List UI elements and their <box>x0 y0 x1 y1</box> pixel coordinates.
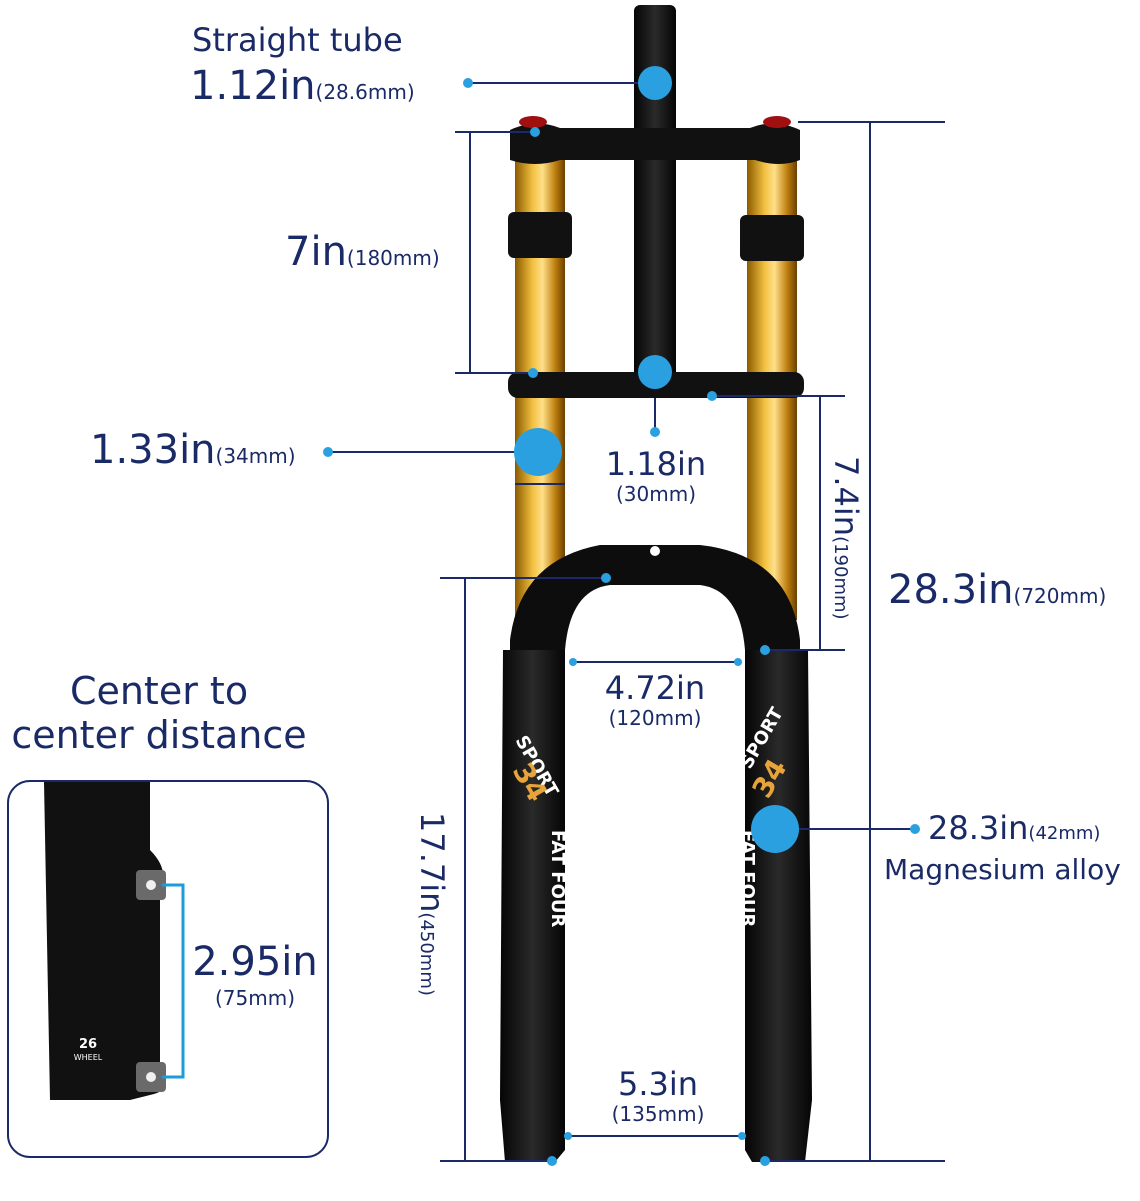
fork-arch <box>510 545 800 650</box>
fork-illustration: SPORT 34 FAT FOUR SPORT 34 FAT FOUR <box>500 5 812 1162</box>
marker-axle-width-left <box>564 1132 572 1140</box>
inset-leg <box>44 782 166 1100</box>
crown-gap-value: 7in <box>285 229 347 275</box>
inset-title-line1: Center to <box>69 669 249 713</box>
straight-tube-label: 1.12in(28.6mm) <box>190 66 415 106</box>
marker-lower-leg-end <box>910 824 920 834</box>
total-length-unit: (720mm) <box>1013 584 1107 608</box>
lower-leg-note: Magnesium alloy <box>884 853 1121 886</box>
arch-width-unit: (120mm) <box>608 706 702 730</box>
arch-width-value: 4.72in <box>604 669 706 707</box>
total-length-value: 28.3in <box>888 567 1014 613</box>
right-lower-leg <box>745 650 812 1162</box>
inset-badge-bottom: WHEEL <box>74 1053 103 1062</box>
marker-axle-width-right <box>738 1132 746 1140</box>
inset-hole-top <box>146 880 156 890</box>
marker-7-4-top <box>707 391 717 401</box>
right-top-cap <box>763 116 791 128</box>
stanchion-value: 1.33in <box>90 427 216 473</box>
marker-stanchion <box>514 428 562 476</box>
marker-stanchion-end <box>323 447 333 457</box>
marker-arch-right <box>734 658 742 666</box>
marker-crown-thickness <box>650 427 660 437</box>
right-band <box>740 215 804 261</box>
marker-arch-left <box>569 658 577 666</box>
straight-tube-title: Straight tube <box>192 21 403 59</box>
decal-lower-left: FAT FOUR <box>547 830 568 928</box>
inset-distance-value: 2.95in <box>192 939 318 985</box>
arch-to-crown-label: 7.4in(190mm) <box>827 456 865 620</box>
lower-leg-unit: (42mm) <box>1028 823 1101 844</box>
marker-arch <box>601 573 611 583</box>
arch-to-crown-unit: (190mm) <box>830 536 851 620</box>
crown-thickness-value: 1.18in <box>605 445 707 483</box>
crown-gap-label: 7in(180mm) <box>285 232 440 272</box>
stanchion-label: 1.33in(34mm) <box>90 430 296 470</box>
decal-lower-right: FAT FOUR <box>737 830 758 928</box>
axle-width-label: 5.3in (135mm) <box>605 1068 711 1124</box>
axle-to-arch-value: 17.7in <box>413 812 451 913</box>
arch-to-crown-value: 7.4in <box>827 456 865 537</box>
inset-hole-bottom <box>146 1072 156 1082</box>
inset-distance-unit: (75mm) <box>214 986 296 1010</box>
axle-to-arch-unit: (450mm) <box>416 912 437 996</box>
total-length-label: 28.3in(720mm) <box>888 570 1106 610</box>
dimension-lines <box>328 82 945 1162</box>
lower-leg-label: 28.3in(42mm) <box>928 812 1100 844</box>
inset-bracket <box>162 883 185 1079</box>
inset-distance-label: 2.95in (75mm) <box>190 942 320 1008</box>
axle-width-value: 5.3in <box>617 1065 699 1103</box>
marker-axle-left <box>547 1156 557 1166</box>
inset-badge-top: 26 <box>79 1037 97 1052</box>
arch-hole <box>650 546 660 556</box>
marker-7in-bottom <box>528 368 538 378</box>
axle-width-unit: (135mm) <box>611 1102 705 1126</box>
left-band <box>508 212 572 258</box>
lower-leg-value: 28.3in <box>928 809 1029 847</box>
left-lower-leg <box>500 650 565 1162</box>
marker-straight-tube-end <box>463 78 473 88</box>
straight-tube-unit: (28.6mm) <box>315 80 415 104</box>
crown-thickness-unit: (30mm) <box>615 482 697 506</box>
marker-axle-right <box>760 1156 770 1166</box>
marker-7-4-bottom <box>760 645 770 655</box>
marker-lower-crown <box>638 355 672 389</box>
stanchion-unit: (34mm) <box>215 444 296 468</box>
left-top-cap <box>519 116 547 128</box>
straight-tube-value: 1.12in <box>190 63 316 109</box>
steerer-tube <box>634 5 676 385</box>
inset-panel: 26 WHEEL <box>7 780 329 1158</box>
axle-to-arch-label: 17.7in(450mm) <box>413 812 451 996</box>
inset-title: Center to center distance <box>0 672 318 754</box>
marker-lower-leg <box>751 805 799 853</box>
marker-straight-tube <box>638 66 672 100</box>
top-crown <box>510 123 800 164</box>
crown-thickness-label: 1.18in (30mm) <box>600 448 712 504</box>
arch-width-label: 4.72in (120mm) <box>596 672 714 728</box>
marker-7in-top <box>530 127 540 137</box>
markers <box>323 66 920 1166</box>
inset-title-line2: center distance <box>11 713 307 757</box>
crown-gap-unit: (180mm) <box>346 246 440 270</box>
